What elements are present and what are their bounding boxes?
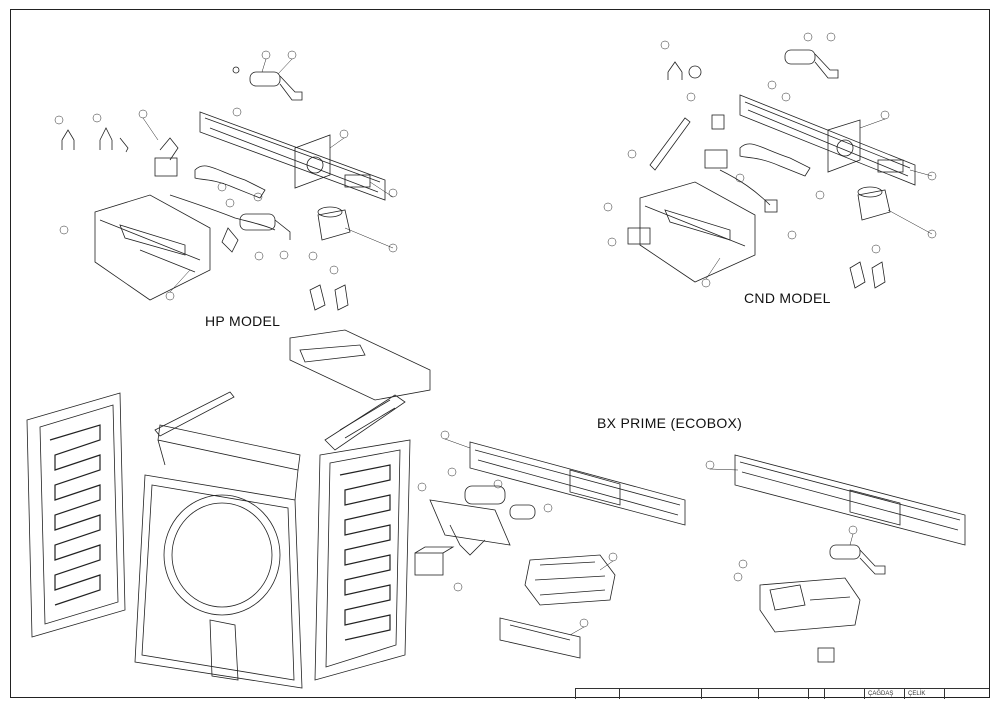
title-cell [944,689,989,699]
hp-model-assembly [54,50,398,311]
bx-prime-label: BX PRIME (ECOBOX) [597,415,743,431]
top-crossbar [154,391,235,437]
title-cell [758,689,808,699]
hp-callouts [54,50,398,301]
bx-prime-assembly [414,430,966,663]
bx-small-latch [817,647,835,663]
cabinet-top-module [289,329,431,451]
cnd-handle [739,143,811,177]
hp-wire-harness [169,194,276,231]
bx-rail-right [734,454,966,546]
cnd-rod [649,117,691,171]
hp-condenser-box [94,194,211,301]
hp-cup-part [317,206,351,241]
left-side-panel [26,392,126,638]
bx-ecobox-unit [759,577,861,633]
title-cell-surname: ÇELİK [904,689,944,699]
bx-tank [524,554,616,606]
hp-rail-bracket [199,111,386,201]
cnd-pump-motor [784,49,839,79]
cnd-model-label: CND MODEL [744,290,831,306]
hp-handle [194,165,266,199]
bx-motor-right [829,544,886,575]
title-cell [575,689,619,699]
cnd-condenser-box [639,181,756,283]
cnd-wire-harness [719,169,771,206]
cnd-switch [704,114,728,169]
bx-callouts [417,430,858,636]
hp-pump-motor [232,66,303,101]
title-block: ÇAĞDAŞ ÇELİK [575,688,989,699]
cnd-hose-clip [667,61,702,80]
front-frame [157,424,301,501]
title-cell [701,689,758,699]
bx-pump-assembly [429,485,536,556]
cnd-callouts [603,32,937,288]
drawing-sheet-border [10,9,990,698]
hp-switch [154,137,179,177]
hp-model-label: HP MODEL [205,313,281,329]
cabinet-assembly [26,329,431,689]
cnd-rail-bracket [739,94,916,186]
bx-rail-left [469,441,686,526]
bx-strip [499,617,581,659]
title-cell [619,689,701,699]
bx-small-box [414,546,455,576]
cnd-brackets [849,261,886,289]
cnd-block [627,227,651,245]
cnd-connector [764,199,778,213]
hp-hose-clips [61,127,129,153]
hp-drain-pump [221,213,291,253]
title-cell-drawn-by: ÇAĞDAŞ [864,689,904,699]
front-panel [134,474,303,689]
right-side-panel [314,439,411,681]
cnd-model-assembly [603,32,937,289]
hp-brackets [309,284,349,311]
cnd-cup-part [857,186,891,221]
title-cell [824,689,864,699]
title-cell [808,689,824,699]
